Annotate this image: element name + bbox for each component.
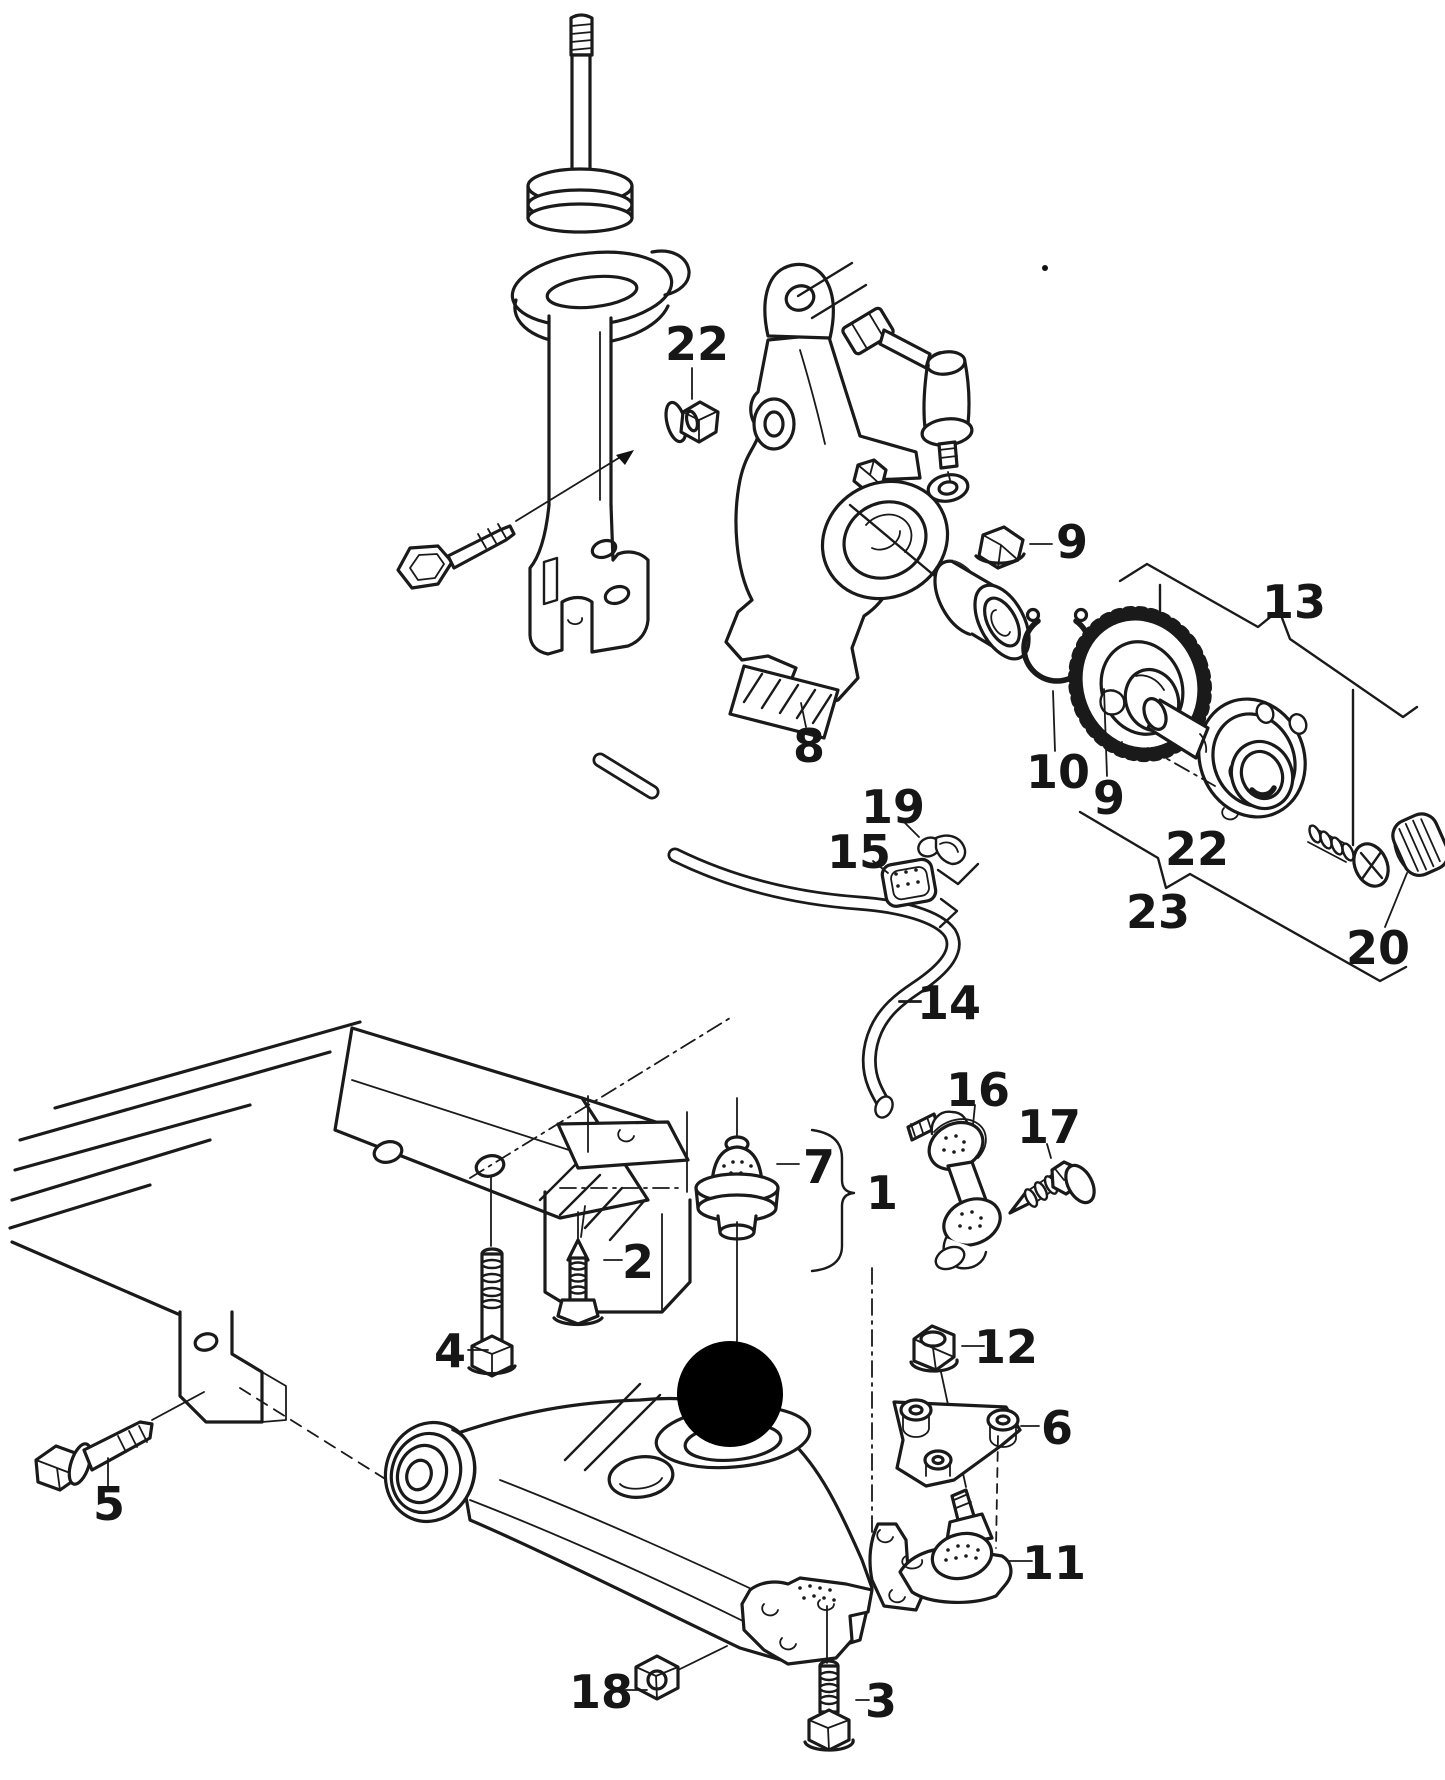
stabilizer-bar [592,752,961,1119]
splined-cap-20 [1391,812,1445,878]
hex-nut-9 [974,525,1053,570]
label-4: 4 [434,1324,466,1378]
label-22-strut-nut: 22 [665,317,729,371]
redaction-dot [677,1341,783,1447]
label-18: 18 [569,1665,633,1719]
stabilizer-clamp-bushing-15 [872,857,938,908]
nut-18 [622,1645,728,1701]
label-12: 12 [974,1320,1038,1374]
bracket-1 [810,1128,856,1273]
retainer-plate-6 [892,1398,1040,1549]
label-10: 10 [1026,745,1090,799]
label-19: 19 [861,780,925,834]
label-2: 2 [622,1235,654,1289]
label-16: 16 [946,1063,1010,1117]
strut-assembly [396,13,720,656]
bracket-22-23 [1078,688,1408,983]
wheel-bearing [933,559,1031,661]
label-1: 1 [866,1166,898,1220]
label-20: 20 [1346,921,1410,975]
stabilizer-link-16 [906,1104,1002,1271]
label-7: 7 [803,1140,835,1194]
bolt-5 [34,1387,407,1493]
strut-nut-22 [664,400,720,444]
label-9-tierod-nut: 9 [1056,515,1088,569]
phillips-screw [1307,824,1390,888]
label-3: 3 [865,1674,897,1728]
bushing-7 [694,1097,800,1345]
wheel-bearing-housing [724,262,970,740]
label-13: 13 [1262,575,1326,629]
label-8: 8 [793,719,825,773]
label-9-hub: 9 [1093,771,1125,825]
screw-2 [552,1205,623,1327]
strut-pinch-bolt [396,523,516,590]
label-17: 17 [1017,1100,1081,1154]
label-11: 11 [1022,1536,1086,1590]
control-arm [383,1382,874,1666]
ball-joint-11 [868,1267,1033,1612]
label-5: 5 [93,1477,125,1531]
label-14: 14 [917,976,981,1030]
label-15: 15 [827,825,891,879]
stabilizer-retainer-19 [901,819,980,929]
tie-rod-end [796,261,974,481]
label-6: 6 [1041,1401,1073,1455]
label-23: 23 [1126,885,1190,939]
subframe [8,1017,731,1424]
bolt-4 [467,1177,517,1378]
bolt-3 [803,1605,870,1752]
nut-12 [909,1324,985,1488]
label-22-hub: 22 [1165,822,1229,876]
screw-17 [1008,1143,1096,1215]
wheel-hub [1142,697,1308,821]
bracket-13 [1118,562,1419,847]
